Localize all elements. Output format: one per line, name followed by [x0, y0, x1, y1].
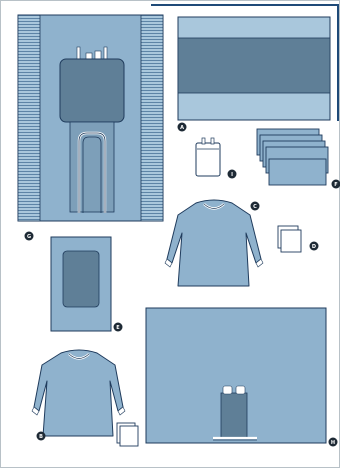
badge-f-label: F [334, 182, 337, 188]
towel-stack-f [257, 129, 328, 185]
badge-e: E [114, 323, 123, 332]
badge-a: A [178, 123, 187, 132]
badge-g: G [25, 232, 34, 241]
drape-g [18, 15, 163, 221]
badge-b: B [37, 432, 46, 441]
badge-h: H [329, 438, 338, 447]
badge-d: D [310, 242, 319, 251]
badge-c-label: C [253, 204, 257, 210]
drape-a [178, 17, 330, 120]
badge-d-label: D [312, 244, 316, 250]
badge-i: I [228, 170, 237, 179]
badge-c: C [251, 202, 260, 211]
badge-i-label: I [231, 172, 233, 178]
pad-d [278, 226, 301, 252]
badge-b-label: B [39, 434, 43, 440]
gown-b [32, 350, 125, 436]
badge-f: F [332, 180, 340, 189]
gown-c [165, 200, 263, 286]
badge-a-label: A [180, 125, 184, 131]
badge-e-label: E [116, 325, 120, 331]
drape-h [146, 308, 326, 443]
badge-g-label: G [27, 234, 31, 240]
badge-h-label: H [331, 440, 335, 446]
drape-e [51, 237, 111, 331]
pad-b-towel [117, 423, 138, 446]
container-i [196, 138, 220, 176]
